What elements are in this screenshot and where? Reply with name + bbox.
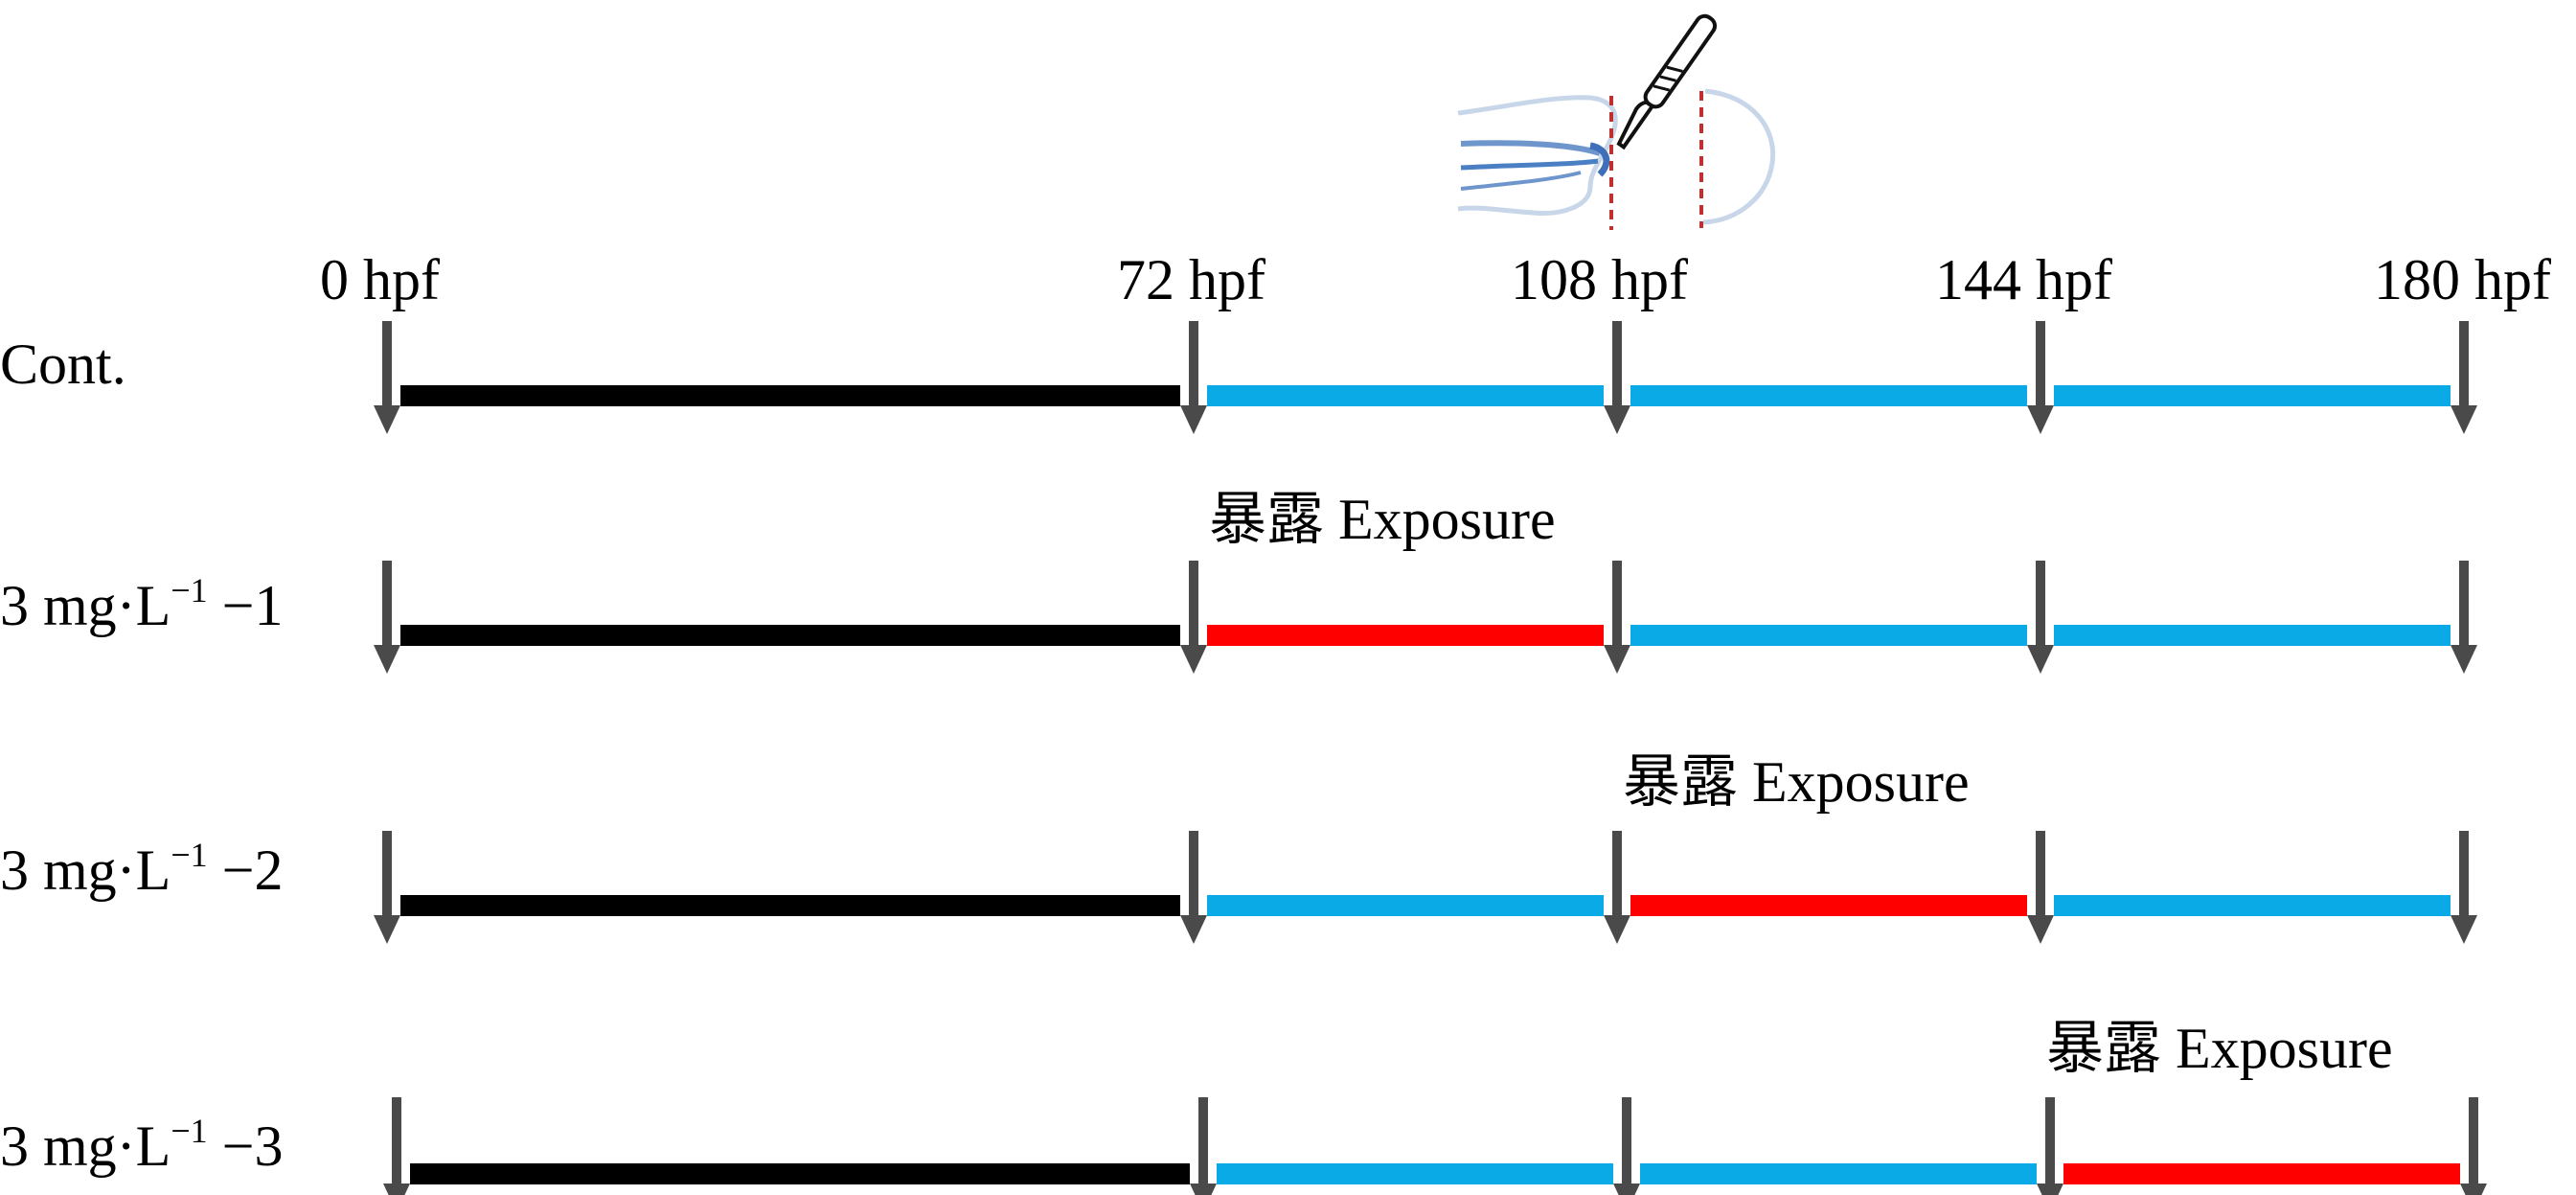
timeline-segment-pre [400, 625, 1180, 646]
timepoint-label: 0 hpf [320, 248, 440, 311]
timepoint-label: 72 hpf [1117, 248, 1265, 311]
timepoint-arrow-icon [2451, 561, 2477, 674]
timeline-segment-recovery [1640, 1163, 2037, 1184]
row-label-group-3: 3 mg·L−1 −3 [0, 1112, 284, 1178]
timeline-segment-recovery [1217, 1163, 1613, 1184]
timeline-segment-exposure [1630, 895, 2027, 916]
timeline-segment-recovery [2054, 895, 2451, 916]
row-label-group-1: 3 mg·L−1 −1 [0, 571, 284, 637]
timepoint-arrow-icon [374, 831, 400, 944]
timepoint-arrow-icon [374, 321, 400, 434]
notochord-line [1460, 140, 1601, 156]
notochord-end [1589, 142, 1610, 177]
timepoint-arrow-icon [2451, 321, 2477, 434]
timepoint-arrow-icon [1190, 1097, 1217, 1195]
timepoint-arrow-icon [1613, 1097, 1640, 1195]
timepoint-arrow-icon [1180, 321, 1207, 434]
muscle-line-1 [1460, 158, 1599, 171]
timeline-segment-pre [410, 1163, 1190, 1184]
exposure-label-3: 暴露 Exposure [2046, 1017, 2393, 1080]
timepoint-arrow-icon [1180, 831, 1207, 944]
timepoint-label: 108 hpf [1511, 248, 1688, 311]
timeline-segment-exposure [1207, 625, 1604, 646]
timeline-segment-pre [400, 895, 1180, 916]
timeline-segment-recovery [1630, 625, 2027, 646]
zebrafish-larva-tail-amputation-icon [1457, 13, 1776, 230]
timeline-segment-recovery [1207, 895, 1604, 916]
fin-fold-outline [1702, 88, 1776, 225]
timeline-segment-recovery [2054, 385, 2451, 406]
timeline-segment-recovery [1207, 385, 1604, 406]
timepoint-arrow-icon [1604, 831, 1630, 944]
timeline-segment-recovery [1630, 385, 2027, 406]
timeline-segment-exposure [2063, 1163, 2460, 1184]
scalpel-icon [1616, 13, 1718, 150]
row-label-group-2: 3 mg·L−1 −2 [0, 836, 284, 902]
timepoint-arrow-icon [383, 1097, 410, 1195]
timepoint-arrow-icon [2451, 831, 2477, 944]
timeline-segment-pre [400, 385, 1180, 406]
timepoint-label: 180 hpf [2374, 248, 2551, 311]
timepoint-arrow-icon [374, 561, 400, 674]
timepoint-arrow-icon [2027, 561, 2054, 674]
timepoint-arrow-icon [1180, 561, 1207, 674]
timepoint-arrow-icon [2027, 831, 2054, 944]
row-label-control: Cont. [0, 333, 126, 396]
timepoint-arrow-icon [1604, 561, 1630, 674]
timepoint-arrow-icon [1604, 321, 1630, 434]
exposure-label-1: 暴露 Exposure [1209, 488, 1556, 551]
timepoint-arrow-icon [2460, 1097, 2487, 1195]
exposure-label-2: 暴露 Exposure [1623, 750, 1970, 814]
larva-body-outline [1457, 95, 1618, 217]
timepoint-arrow-icon [2027, 321, 2054, 434]
timeline-segment-recovery [2054, 625, 2451, 646]
timepoint-label: 144 hpf [1935, 248, 2112, 311]
timepoint-arrow-icon [2037, 1097, 2063, 1195]
muscle-line-2 [1460, 171, 1582, 191]
